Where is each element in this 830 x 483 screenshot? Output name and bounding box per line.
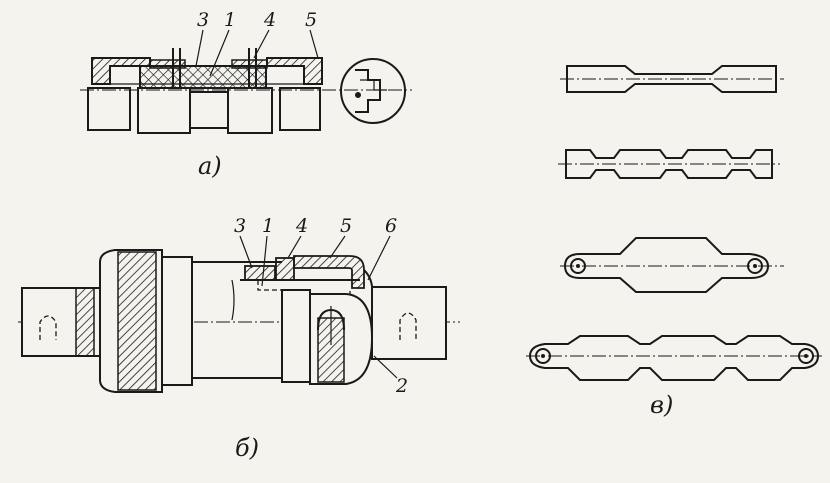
callout-b-2: 2: [395, 375, 408, 397]
view-a-drawing: 3 1 4 5 а): [80, 9, 412, 180]
callout-b-4: 4: [295, 215, 308, 237]
view-c-strip-3: [560, 237, 784, 293]
callout-a-4: 4: [263, 9, 276, 31]
view-b-flange-hatched: [99, 249, 163, 393]
view-c-strip-4: [526, 335, 822, 381]
view-a-sleeve-3: [91, 57, 151, 85]
callout-b-5: 5: [340, 215, 352, 237]
callout-b-1: 1: [262, 215, 274, 237]
view-b-right-yoke: [371, 286, 447, 360]
view-b-right-hub: [281, 289, 374, 385]
callout-a-5: 5: [305, 9, 317, 31]
view-a-callouts: 3 1 4 5: [195, 9, 319, 77]
callout-b-3: 3: [234, 215, 246, 237]
view-a-cap-5: [266, 57, 323, 85]
view-b-drawing: 3 1 4 5 6 2 б): [18, 215, 460, 462]
callout-a-1: 1: [224, 9, 236, 31]
callout-b-6: 6: [385, 215, 397, 237]
caption-a: а): [198, 152, 222, 180]
view-a-end-view: [340, 58, 406, 124]
caption-c: в): [650, 391, 673, 419]
view-b-pin-4: [275, 257, 295, 281]
view-a-roller-bodies: [87, 87, 321, 134]
view-b-left-yoke: [21, 287, 101, 357]
view-b-housing: [192, 261, 282, 379]
view-c-strip-1: [560, 65, 784, 93]
view-b-ring: [161, 256, 193, 386]
view-b-sleeve-3: [244, 265, 276, 281]
callout-a-3: 3: [197, 9, 209, 31]
view-c-drawing: в): [526, 65, 822, 419]
view-b-callouts: 3 1 4 5 6 2: [234, 215, 408, 397]
view-c-strip-2: [558, 149, 780, 179]
view-b-cap-5: [293, 255, 365, 289]
caption-b: б): [235, 434, 259, 462]
